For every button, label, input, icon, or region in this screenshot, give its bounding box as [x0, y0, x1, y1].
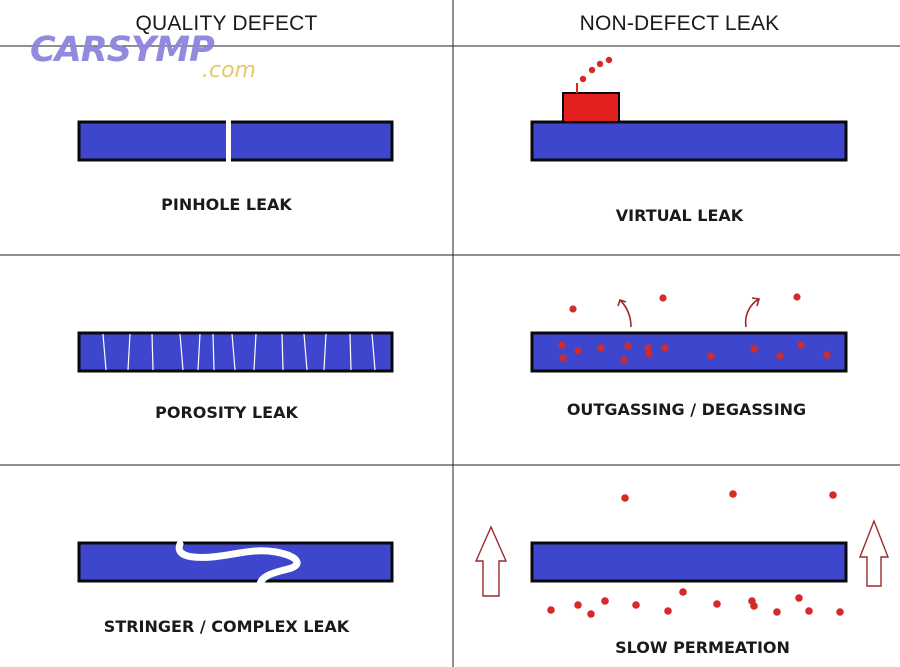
gas-dot — [679, 588, 687, 596]
gas-dot — [547, 606, 555, 614]
pore-channel — [371, 333, 376, 371]
gas-dot — [836, 608, 844, 616]
pore-channel — [102, 333, 107, 371]
gas-dot — [776, 352, 784, 360]
release-arrow-icon — [744, 298, 760, 328]
gas-dot — [713, 600, 721, 608]
pore-channel — [349, 333, 352, 371]
gas-dot — [661, 344, 669, 352]
gas-dot — [597, 344, 605, 352]
gas-dot — [707, 352, 715, 360]
release-arrow-head-icon — [751, 297, 761, 307]
material-bar — [77, 541, 394, 583]
pore-channels — [102, 333, 376, 371]
gas-dot — [773, 608, 781, 616]
pore-channel — [253, 333, 257, 371]
gas-dot — [750, 602, 758, 610]
column-title-non-defect-leak: NON-DEFECT LEAK — [579, 12, 780, 35]
gas-dot — [645, 350, 653, 358]
stringer-channel — [175, 540, 301, 588]
up-arrow-icon — [474, 525, 508, 597]
gas-dot — [797, 341, 805, 349]
release-arrow-icon — [619, 299, 632, 328]
material-bar — [530, 331, 848, 373]
stringer-leak-figure — [77, 540, 394, 588]
up-arrow-icon — [858, 519, 890, 587]
gas-dot — [659, 294, 667, 302]
gas-dot — [632, 601, 640, 609]
gas-dot — [729, 490, 737, 498]
gas-dot — [624, 342, 632, 350]
gas-dot — [664, 607, 672, 615]
gas-dot — [805, 607, 813, 615]
label-virtual-leak: VIRTUAL LEAK — [615, 206, 744, 225]
material-bar — [530, 120, 848, 162]
pore-channel — [179, 333, 184, 371]
release-arrow-head-icon — [617, 298, 627, 307]
label-slow-permeation: SLOW PERMEATION — [615, 638, 790, 657]
gas-dot — [829, 491, 837, 499]
gas-dot — [620, 356, 628, 364]
gas-dot — [605, 56, 613, 64]
gas-dot — [574, 601, 582, 609]
pore-channel — [281, 333, 284, 371]
gas-dot — [823, 351, 831, 359]
gas-dot — [750, 345, 758, 353]
gas-dot — [621, 494, 629, 502]
gas-dot — [587, 610, 595, 618]
pore-channel — [231, 333, 236, 371]
label-pinhole-leak: PINHOLE LEAK — [161, 195, 292, 214]
gas-dot — [795, 594, 803, 602]
pinhole-leak-figure — [77, 119, 394, 163]
material-bar — [530, 541, 848, 583]
gas-dot — [558, 341, 566, 349]
virtual-leak-figure — [530, 56, 848, 162]
label-stringer-complex-leak: STRINGER / COMPLEX LEAK — [103, 617, 350, 636]
gas-dot — [588, 66, 596, 74]
porosity-leak-figure — [77, 331, 394, 373]
gas-dot — [569, 305, 577, 313]
gas-dots — [558, 293, 831, 364]
outgassing-figure — [530, 293, 848, 373]
label-outgassing-degassing: OUTGASSING / DEGASSING — [566, 400, 807, 419]
material-bar — [77, 331, 394, 373]
gas-dots — [579, 56, 613, 83]
column-title-quality-defect: QUALITY DEFECT — [135, 12, 318, 35]
pore-channel — [303, 333, 308, 371]
gas-dot — [793, 293, 801, 301]
gas-dot — [559, 354, 567, 362]
gas-dot — [574, 347, 582, 355]
pore-channel — [127, 333, 131, 371]
gas-dots — [547, 490, 844, 618]
gas-dot — [601, 597, 609, 605]
pinhole-gap — [226, 119, 231, 163]
pore-channel — [323, 333, 327, 371]
gas-dot — [596, 60, 604, 68]
material-bar — [77, 120, 394, 162]
pore-channel — [197, 333, 201, 371]
trapped-block — [562, 92, 620, 123]
permeation-figure — [474, 490, 890, 618]
gas-dot — [579, 75, 587, 83]
label-porosity-leak: POROSITY LEAK — [155, 403, 298, 422]
gas-dot — [644, 344, 652, 352]
pore-channel — [212, 333, 215, 371]
pore-channel — [151, 333, 154, 371]
